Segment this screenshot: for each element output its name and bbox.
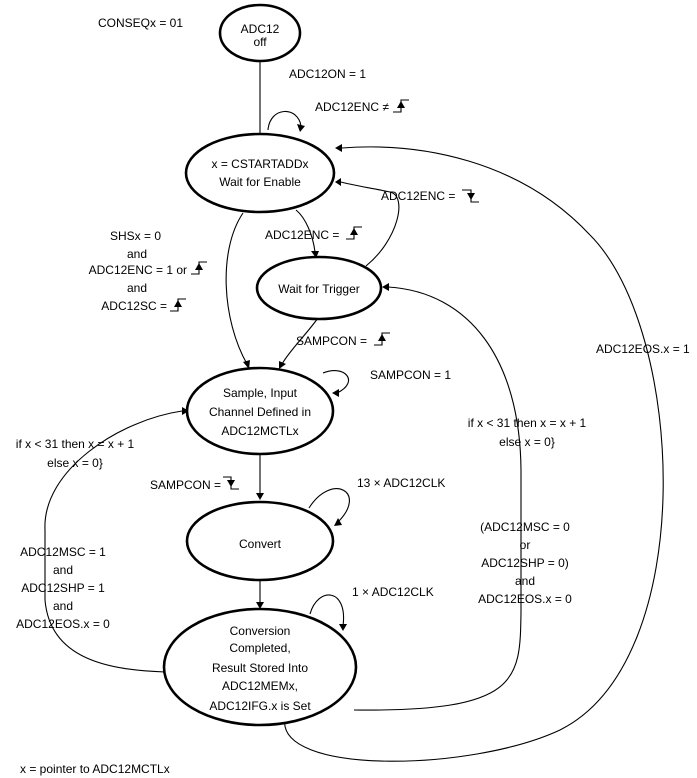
label-right-cond-line3: ADC12SHP = 0) — [481, 556, 569, 570]
edge-completed-to-trigger-right — [353, 286, 522, 711]
label-sampcon-fall: SAMPCON = — [150, 478, 221, 492]
state-completed-line2: Completed, — [229, 641, 290, 655]
edge-trigger-to-sample — [281, 317, 319, 365]
rising-edge-arrow — [378, 334, 386, 341]
rising-edge-arrow — [174, 300, 182, 307]
label-left-cond-line1: ADC12MSC = 1 — [20, 545, 106, 559]
label-left-cond-line2: and — [53, 563, 73, 577]
state-wait-for-enable — [184, 132, 336, 214]
label-left-cond-line3: ADC12SHP = 1 — [21, 581, 105, 595]
label-shs-line1: SHSx = 0 — [110, 229, 161, 243]
label-sampcon-rise: SAMPCON = — [296, 334, 367, 348]
edge-convert-selfloop — [308, 488, 350, 523]
label-left-cond-line5: ADC12EOS.x = 0 — [16, 617, 110, 631]
state-adc-off — [218, 3, 302, 63]
falling-edge-arrow — [227, 480, 235, 487]
label-eos: ADC12EOS.x = 1 — [596, 342, 690, 356]
arrowhead — [332, 389, 339, 397]
rising-edge-arrow — [195, 263, 203, 270]
arrowhead — [243, 360, 250, 369]
edge-completed-to-enable-outer — [284, 146, 664, 762]
label-adc12enc-rise: ADC12ENC = — [265, 228, 339, 242]
arrowhead — [339, 624, 347, 631]
arrowhead — [311, 251, 319, 258]
label-conseq: CONSEQx = 01 — [98, 16, 183, 30]
edge-enable-to-trigger — [295, 209, 316, 253]
rising-edge-arrow — [350, 228, 358, 235]
label-left-loop-line1: if x < 31 then x = x + 1 — [16, 437, 135, 451]
state-sample-line3: ADC12MCTLx — [221, 424, 298, 438]
state-wait-for-enable-line1: x = CSTARTADDx — [211, 157, 308, 171]
edge-enable-to-sample — [225, 212, 248, 365]
state-sample-line1: Sample, Input — [223, 386, 298, 400]
state-completed-line4: ADC12MEMx, — [222, 679, 298, 693]
label-clk13: 13 × ADC12CLK — [357, 476, 445, 490]
arrowhead — [382, 283, 389, 291]
state-completed-line1: Conversion — [230, 624, 291, 638]
edge-sample-selfloop — [322, 370, 350, 394]
state-wait-for-trigger — [255, 255, 383, 321]
label-adc12on: ADC12ON = 1 — [289, 67, 366, 81]
label-shs-line3: ADC12ENC = 1 or — [89, 263, 187, 277]
edge-completed-selfloop — [309, 594, 345, 627]
arrowhead — [335, 144, 342, 152]
arrowhead — [297, 124, 305, 132]
label-shs-line2: and — [127, 247, 147, 261]
edge-trigger-to-enable — [340, 181, 400, 267]
state-convert — [185, 500, 335, 582]
label-left-cond-line4: and — [53, 599, 73, 613]
state-conversion-completed — [162, 607, 358, 727]
label-sampcon-one: SAMPCON = 1 — [370, 368, 451, 382]
label-left-loop-line2: else x = 0} — [47, 456, 103, 470]
label-adc12enc-not-equal: ADC12ENC ≠ — [315, 100, 389, 114]
arrowhead — [182, 407, 189, 415]
state-adc-off-line1: ADC12 — [241, 22, 280, 36]
arrowhead — [256, 602, 264, 609]
label-adc12enc-fall: ADC12ENC = — [381, 189, 455, 203]
label-shs-line4: and — [127, 281, 147, 295]
label-right-cond-line1: (ADC12MSC = 0 — [480, 520, 570, 534]
rising-edge-arrow — [397, 101, 405, 108]
label-right-loop-line2: else x = 0} — [499, 435, 555, 449]
state-sample-line2: Channel Defined in — [209, 405, 311, 419]
label-footnote: x = pointer to ADC12MCTLx — [20, 762, 170, 776]
arrowhead — [335, 178, 341, 186]
arrowhead — [256, 493, 264, 500]
state-adc-off-line2: off — [253, 35, 267, 49]
label-right-cond-line5: ADC12EOS.x = 0 — [478, 592, 572, 606]
state-sample — [185, 366, 335, 456]
edge-completed-to-sample-left — [44, 410, 183, 673]
label-right-loop-line1: if x < 31 then x = x + 1 — [468, 416, 587, 430]
state-wait-for-enable-line2: Wait for Enable — [219, 175, 301, 189]
state-completed-line5: ADC12IFG.x is Set — [209, 699, 311, 713]
falling-edge-arrow — [467, 193, 475, 200]
state-wait-for-trigger-label: Wait for Trigger — [278, 282, 360, 296]
label-right-cond-line4: and — [515, 574, 535, 588]
arrowhead — [334, 518, 342, 526]
label-shs-line5: ADC12SC = — [101, 299, 167, 313]
edge-enable-selfloop — [267, 110, 302, 131]
label-clk1: 1 × ADC12CLK — [352, 585, 434, 599]
label-right-cond-line2: or — [520, 538, 531, 552]
arrowhead — [279, 361, 286, 369]
state-convert-label: Convert — [239, 537, 282, 551]
state-completed-line3: Result Stored Into — [212, 661, 308, 675]
